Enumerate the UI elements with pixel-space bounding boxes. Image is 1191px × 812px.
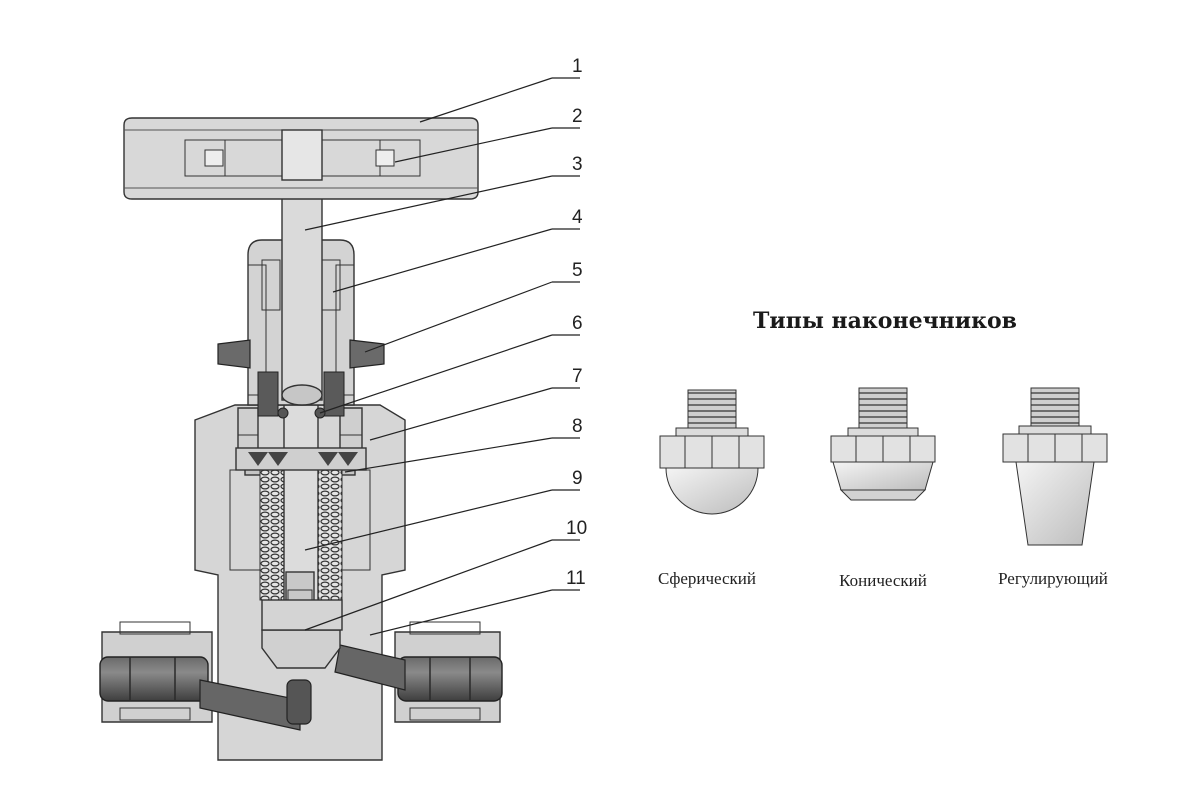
conical-cone: [832, 461, 934, 491]
packing-left: [257, 371, 279, 417]
callout-numbers: 1 2 3 4 5 6 7 8 9 10 11: [566, 56, 587, 589]
callout-6: 6: [572, 313, 583, 334]
bellows-right: [317, 469, 343, 601]
valve-section: [99, 117, 503, 761]
callout-10: 10: [566, 518, 587, 539]
plunger-tip: [261, 629, 341, 669]
tip-spherical-label: Сферический: [658, 569, 756, 588]
tip-conical-label: Конический: [839, 571, 927, 590]
tips-title: Типы наконечников: [753, 308, 1017, 334]
callout-9: 9: [572, 468, 583, 489]
outlet-channel: [334, 644, 406, 691]
o-ring-left: [277, 407, 289, 419]
set-screw-left: [204, 149, 224, 167]
left-fitting: [99, 621, 213, 723]
callout-8: 8: [572, 416, 583, 437]
callout-2: 2: [572, 106, 583, 127]
inlet-channel: [199, 679, 301, 731]
bellows-left: [259, 469, 285, 601]
callout-5: 5: [572, 260, 583, 281]
set-screw-right: [375, 149, 395, 167]
lock-nut-right: [349, 339, 385, 369]
callout-7: 7: [572, 366, 583, 387]
left-pipe: [99, 656, 209, 702]
tip-spherical: [659, 389, 765, 515]
handle: [123, 117, 479, 200]
right-pipe: [397, 656, 503, 702]
packing-right: [323, 371, 345, 417]
regulating-needle: [1015, 461, 1095, 546]
seat-port: [286, 679, 312, 725]
leader-lines: [304, 77, 580, 636]
tip-regulating-label: Регулирующий: [998, 569, 1108, 588]
callout-1: 1: [572, 56, 583, 77]
lock-nut-left: [217, 339, 251, 369]
spherical-ball: [665, 467, 759, 515]
callout-3: 3: [572, 154, 583, 175]
tip-regulating: [1002, 387, 1108, 546]
callout-11: 11: [566, 568, 586, 589]
right-fitting: [394, 621, 503, 723]
tip-conical: [830, 387, 936, 501]
callout-4: 4: [572, 207, 583, 228]
